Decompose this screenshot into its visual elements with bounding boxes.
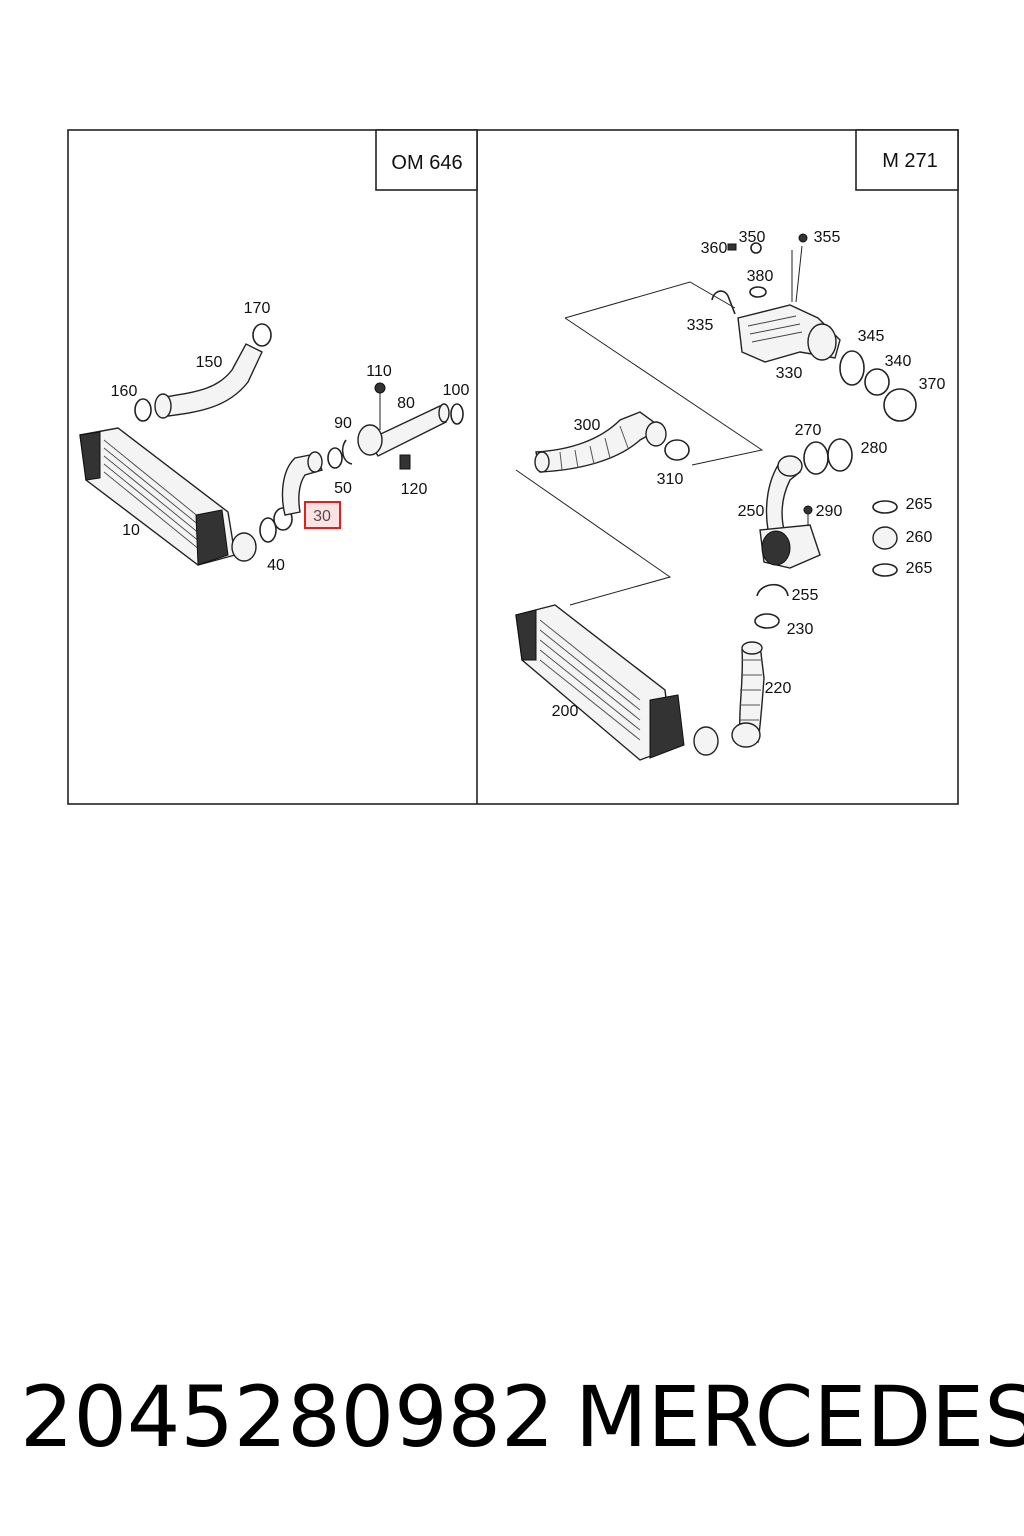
- title-box-om646: [375, 129, 478, 191]
- diagram-frame: [67, 129, 959, 805]
- label-335[interactable]: 335: [687, 317, 714, 334]
- label-290[interactable]: 290: [816, 503, 843, 520]
- label-90[interactable]: 90: [334, 415, 352, 432]
- title-box-m271: [855, 129, 959, 191]
- label-270[interactable]: 270: [795, 422, 822, 439]
- panel-title-m271: M 271: [882, 150, 938, 172]
- intercooler-right[interactable]: [515, 604, 719, 761]
- hose-300[interactable]: [534, 411, 667, 473]
- assembly-lines: [515, 281, 764, 606]
- label-345[interactable]: 345: [858, 328, 885, 345]
- label-220[interactable]: 220: [765, 680, 792, 697]
- label-250[interactable]: 250: [738, 503, 765, 520]
- label-255[interactable]: 255: [792, 587, 819, 604]
- label-160[interactable]: 160: [111, 383, 138, 400]
- label-360[interactable]: 360: [701, 240, 728, 257]
- hose-30[interactable]: [281, 451, 323, 516]
- highlight-box-30: [304, 501, 341, 529]
- label-380[interactable]: 380: [747, 268, 774, 285]
- pipe-80[interactable]: [341, 382, 450, 470]
- label-170[interactable]: 170: [244, 300, 271, 317]
- label-30[interactable]: 30: [313, 508, 331, 525]
- part-number: 2045280982: [20, 1368, 555, 1466]
- brand-name: MERCEDES: [575, 1368, 1024, 1466]
- label-330[interactable]: 330: [776, 365, 803, 382]
- label-50[interactable]: 50: [334, 480, 352, 497]
- panel-title-om646: OM 646: [391, 152, 462, 174]
- rings-right[interactable]: [664, 350, 917, 629]
- label-100[interactable]: 100: [443, 382, 470, 399]
- label-350[interactable]: 350: [739, 229, 766, 246]
- hose-150[interactable]: [154, 343, 263, 419]
- label-110[interactable]: 110: [366, 363, 392, 380]
- hose-220[interactable]: [731, 641, 765, 748]
- label-355[interactable]: 355: [814, 229, 841, 246]
- parts-diagram: OM 646 M 271: [67, 129, 959, 805]
- footer: 2045280982 MERCEDES: [0, 1362, 1024, 1472]
- label-310[interactable]: 310: [657, 471, 684, 488]
- label-80[interactable]: 80: [397, 395, 415, 412]
- label-300[interactable]: 300: [574, 417, 601, 434]
- air-filter-housing-330[interactable]: [711, 233, 841, 363]
- label-340[interactable]: 340: [885, 353, 912, 370]
- label-150[interactable]: 150: [196, 354, 223, 371]
- label-10[interactable]: 10: [122, 522, 140, 539]
- label-200[interactable]: 200: [552, 703, 579, 720]
- label-120[interactable]: 120: [401, 481, 428, 498]
- label-260[interactable]: 260: [906, 529, 933, 546]
- pipe-250[interactable]: [759, 455, 821, 569]
- label-265-bottom[interactable]: 265: [906, 560, 933, 577]
- intercooler-left[interactable]: [79, 427, 257, 566]
- label-230[interactable]: 230: [787, 621, 814, 638]
- label-280[interactable]: 280: [861, 440, 888, 457]
- label-265-top[interactable]: 265: [906, 496, 933, 513]
- label-40[interactable]: 40: [267, 557, 285, 574]
- label-370[interactable]: 370: [919, 376, 946, 393]
